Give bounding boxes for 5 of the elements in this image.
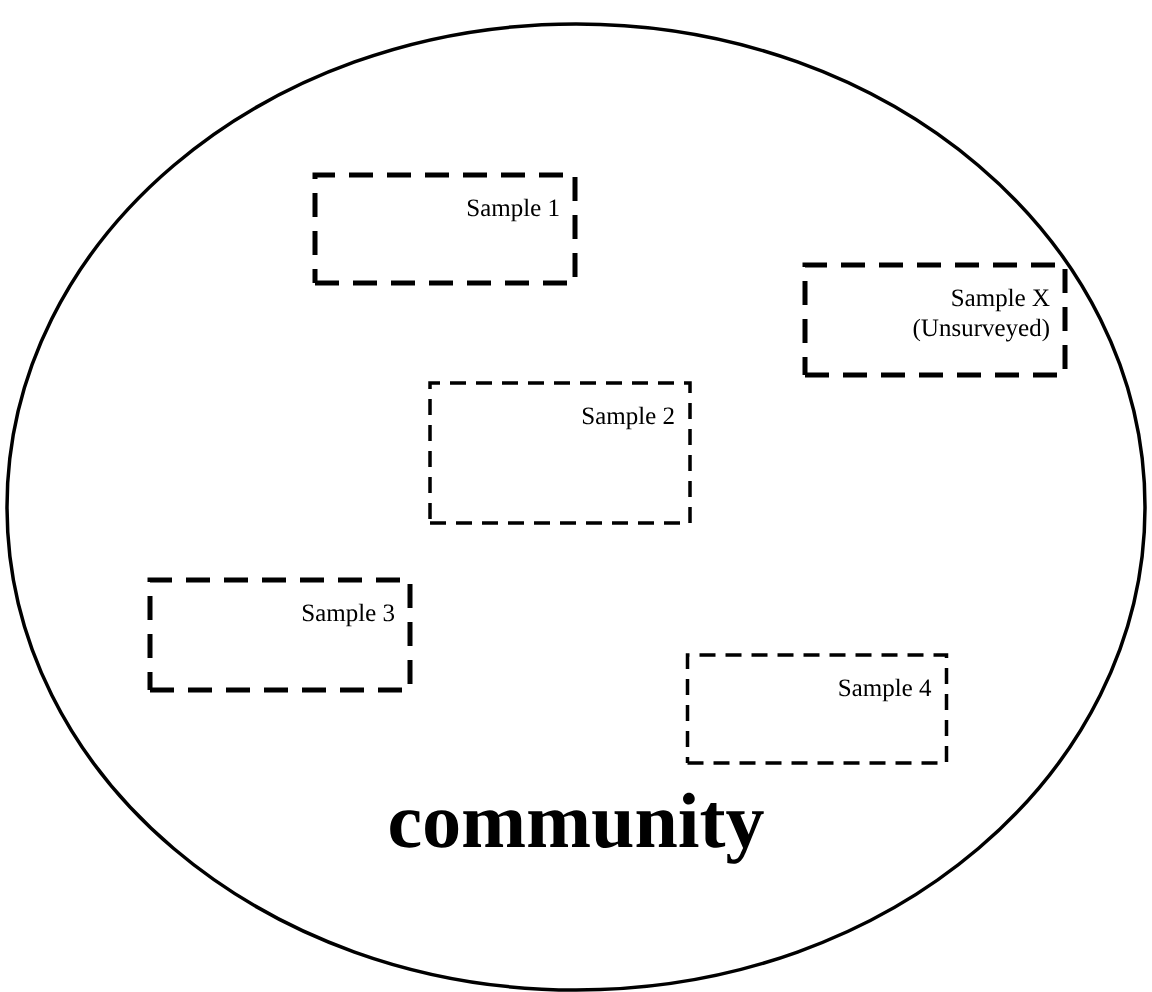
sample-box: Sample 2 xyxy=(428,381,692,525)
sample-box: Sample 1 xyxy=(312,172,578,286)
sample-box: Sample 3 xyxy=(147,577,413,693)
sample-box: Sample 4 xyxy=(685,653,949,765)
sample-box: Sample X (Unsurveyed) xyxy=(802,262,1068,378)
